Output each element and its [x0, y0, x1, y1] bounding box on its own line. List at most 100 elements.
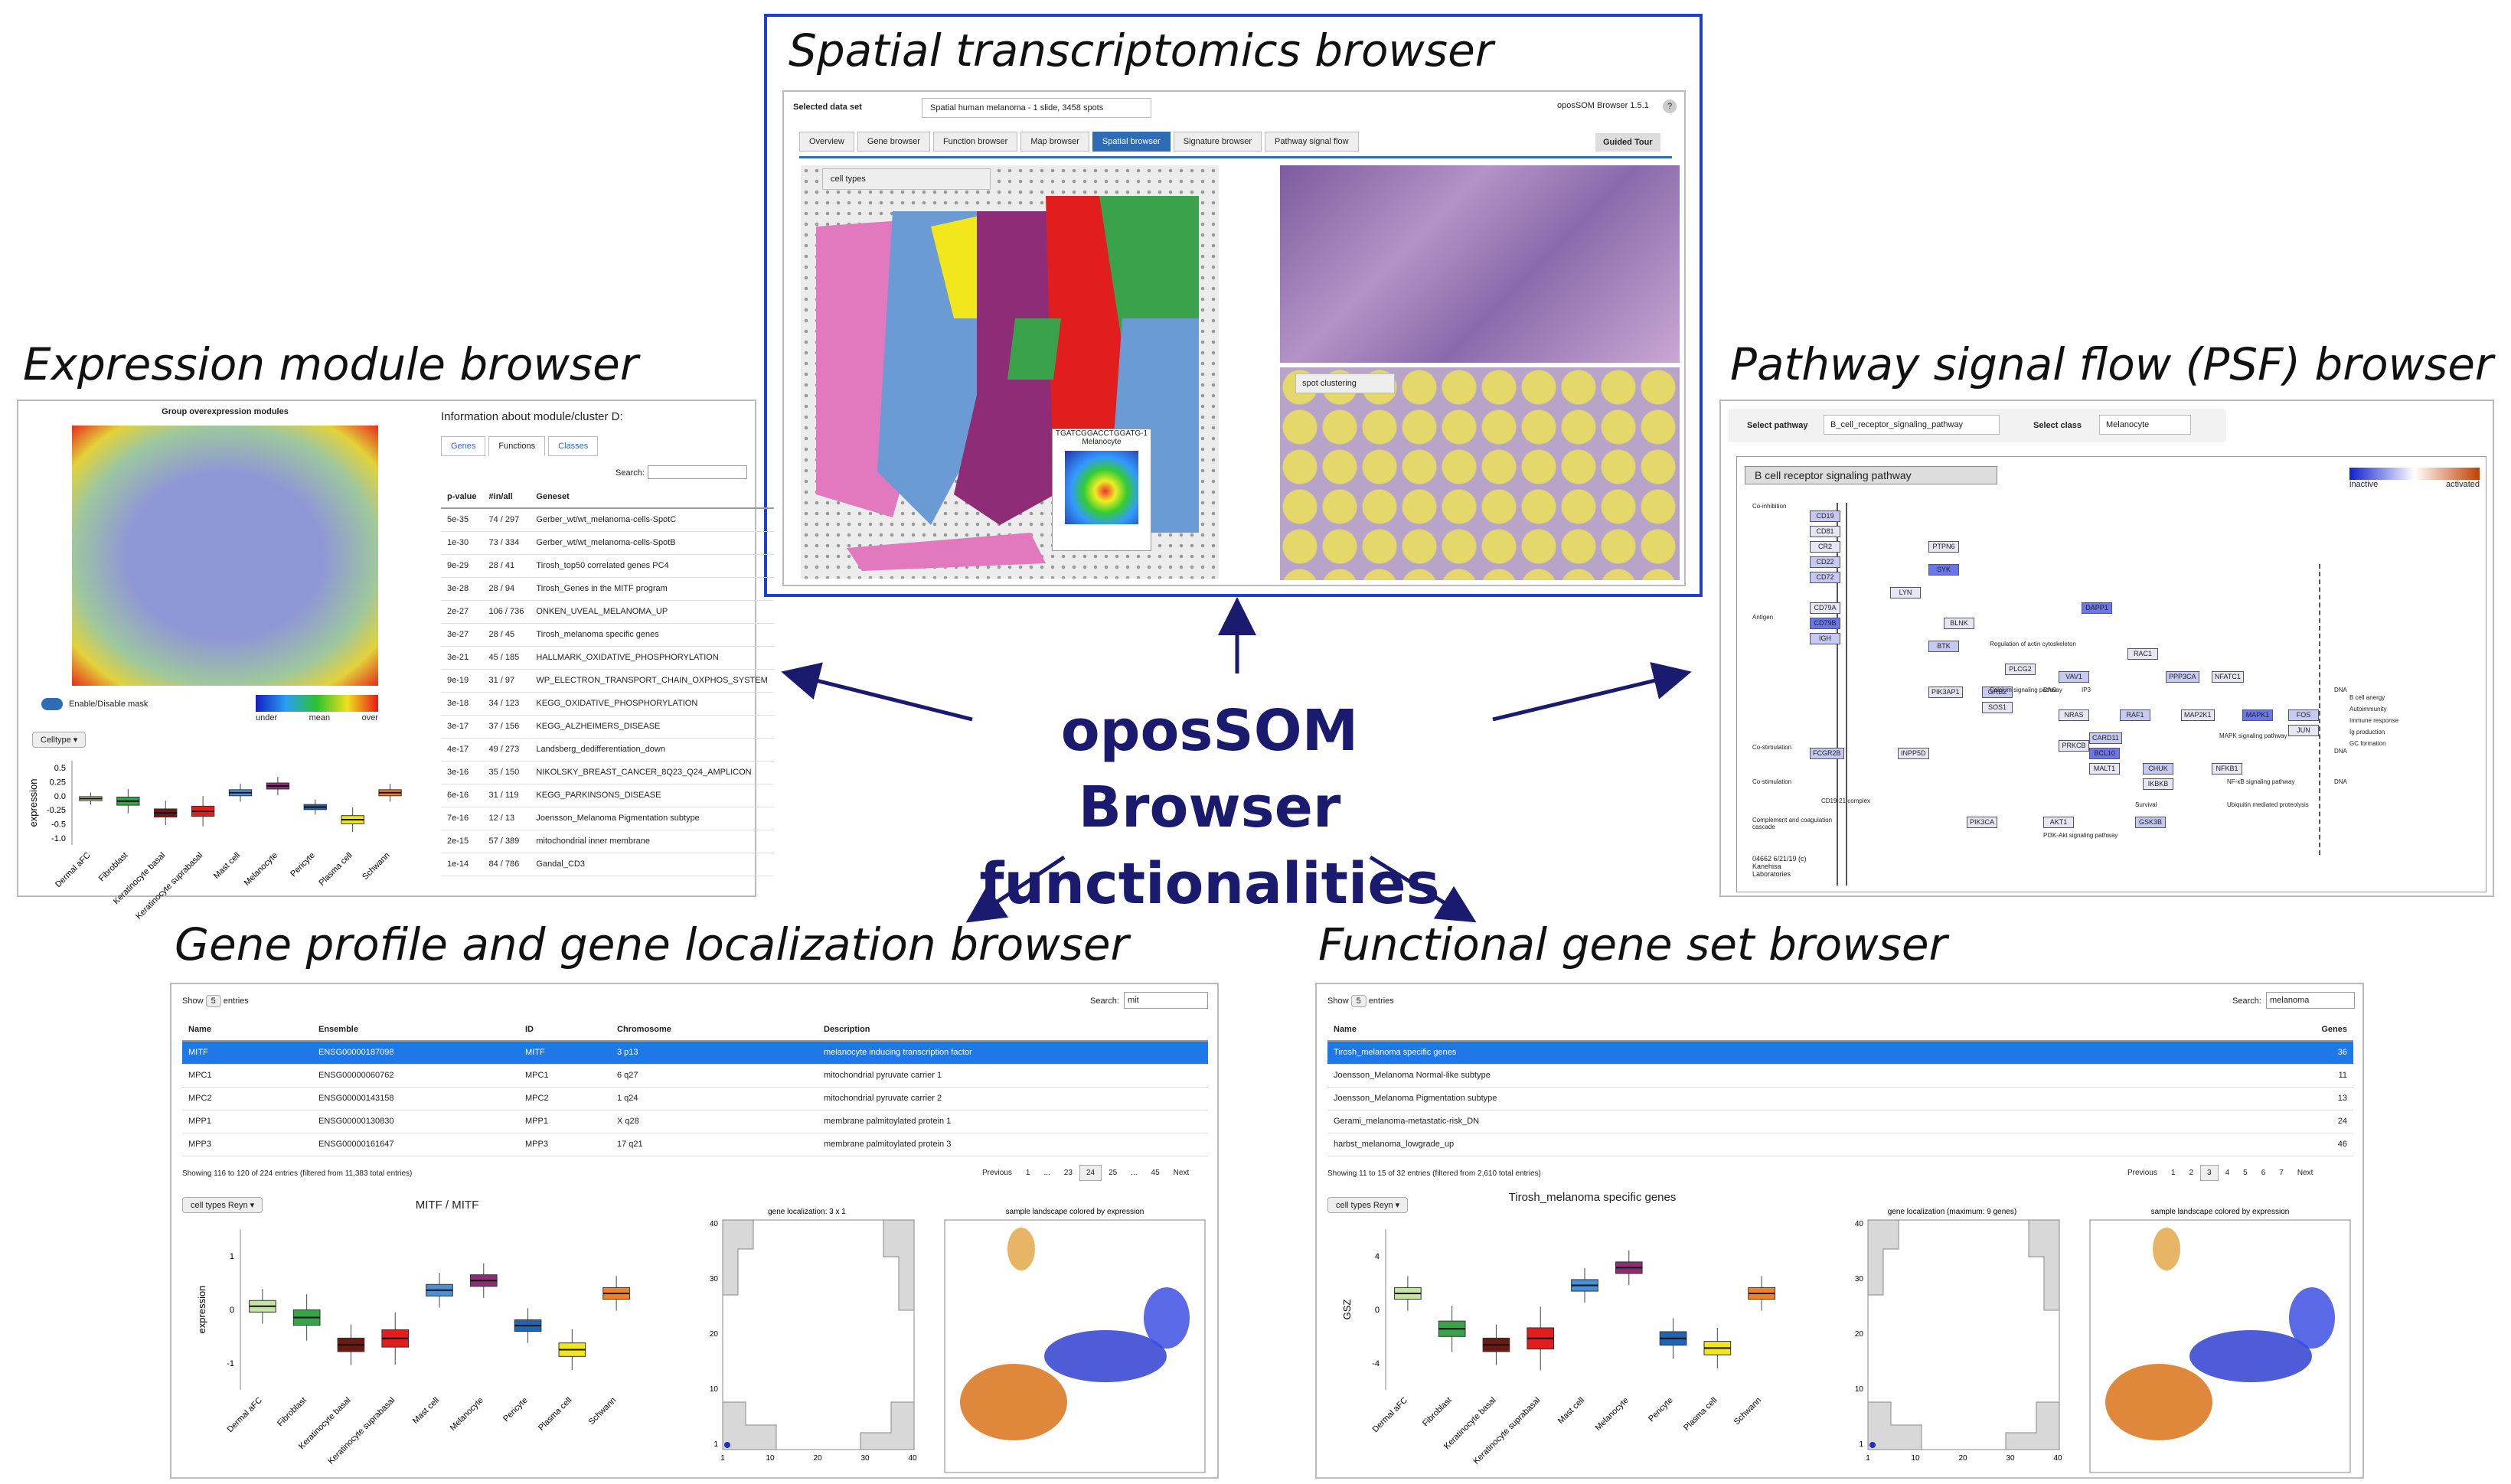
pathway-node[interactable]: CARD11	[2089, 732, 2122, 744]
tab-map-browser[interactable]: Map browser	[1020, 132, 1089, 152]
spot-clustering-select[interactable]: spot clustering	[1295, 373, 1395, 393]
pathway-node[interactable]: NRAS	[2059, 709, 2089, 721]
col-genes[interactable]: Genes	[2307, 1018, 2353, 1042]
pathway-node[interactable]: SOS1	[1982, 702, 2013, 713]
pathway-node[interactable]: JUN	[2288, 725, 2319, 736]
module-search-input[interactable]	[648, 465, 747, 479]
func-celltypes-dropdown[interactable]: cell types Reyn ▾	[1327, 1197, 1409, 1213]
dataset-select[interactable]: Spatial human melanoma - 1 slide, 3458 s…	[922, 98, 1151, 118]
pathway-node[interactable]: RAF1	[2120, 709, 2150, 721]
col-ensemble[interactable]: Ensemble	[312, 1018, 519, 1042]
col-in-all[interactable]: #in/all	[482, 485, 531, 509]
page-button[interactable]: 1	[1025, 1169, 1030, 1177]
pathway-node[interactable]: CD19	[1810, 510, 1840, 522]
col-pvalue[interactable]: p-value	[441, 485, 483, 509]
col-id[interactable]: ID	[519, 1018, 611, 1042]
pathway-node[interactable]: IKBKB	[2143, 778, 2173, 790]
pathway-node[interactable]: MAPK1	[2242, 709, 2273, 721]
page-button[interactable]: 23	[1063, 1169, 1073, 1177]
tab-spatial-browser[interactable]: Spatial browser	[1092, 132, 1171, 152]
gene-search-input[interactable]: mit	[1124, 992, 1208, 1009]
pathway-node[interactable]: CD79A	[1810, 602, 1840, 614]
tab-pathway-signal-flow[interactable]: Pathway signal flow	[1265, 132, 1359, 152]
pathway-node[interactable]: IGH	[1810, 633, 1840, 644]
pathway-node[interactable]: PRKCB	[2059, 740, 2089, 752]
pathway-node[interactable]: LYN	[1890, 587, 1921, 598]
pathway-node[interactable]: NFKB1	[2212, 763, 2242, 775]
pathway-node[interactable]: GSK3B	[2135, 817, 2166, 828]
col-geneset-name[interactable]: Name	[1327, 1018, 2307, 1042]
page-button[interactable]: 1	[2170, 1169, 2176, 1177]
pathway-node[interactable]: MAP2K1	[2181, 709, 2215, 721]
mask-toggle[interactable]	[41, 698, 63, 710]
pathway-node[interactable]: NFATC1	[2212, 671, 2244, 683]
pathway-node[interactable]: CD72	[1810, 572, 1840, 583]
pathway-node[interactable]: PPP3CA	[2166, 671, 2199, 683]
pathway-node[interactable]: DAPP1	[2082, 602, 2112, 614]
celltype-dropdown[interactable]: Celltype ▾	[32, 732, 87, 748]
page-button[interactable]: ...	[1043, 1169, 1050, 1177]
page-button[interactable]: ...	[1131, 1169, 1138, 1177]
pathway-node[interactable]: INPP5D	[1898, 748, 1929, 759]
gene-sample-landscape[interactable]: sample landscape colored by expression	[937, 1203, 1213, 1479]
pathway-node[interactable]: BLNK	[1944, 618, 1974, 629]
page-button[interactable]: 4	[2225, 1169, 2230, 1177]
pathway-node[interactable]: BTK	[1928, 641, 1959, 652]
page-button[interactable]: 3	[2200, 1165, 2219, 1181]
pathway-node[interactable]: PLCG2	[2005, 664, 2036, 675]
pathway-node[interactable]: VAV1	[2059, 671, 2089, 683]
pathway-node[interactable]: MALT1	[2089, 763, 2120, 775]
pathway-node[interactable]: PTPN6	[1928, 541, 1959, 553]
col-name[interactable]: Name	[182, 1018, 312, 1042]
tab-signature-browser[interactable]: Signature browser	[1173, 132, 1262, 152]
class-select[interactable]: Melanocyte	[2099, 415, 2191, 435]
pathway-select[interactable]: B_cell_receptor_signaling_pathway	[1824, 415, 2000, 435]
tab-function-browser[interactable]: Function browser	[932, 132, 1018, 152]
page-button[interactable]: Next	[2297, 1169, 2313, 1177]
tab-gene-browser[interactable]: Gene browser	[857, 132, 930, 152]
pathway-node[interactable]: CHUK	[2143, 763, 2173, 775]
page-button[interactable]: 2	[2189, 1169, 2194, 1177]
pathway-node[interactable]: CD22	[1810, 556, 1840, 568]
pathway-node[interactable]: SYK	[1928, 564, 1959, 576]
func-entries-select[interactable]: 5	[1350, 995, 1367, 1007]
func-sample-landscape[interactable]: sample landscape colored by expression	[2082, 1203, 2358, 1479]
page-button[interactable]: 6	[2261, 1169, 2266, 1177]
celltype-select[interactable]: cell types	[822, 168, 991, 190]
page-button[interactable]: 7	[2279, 1169, 2284, 1177]
func-localization-map[interactable]: gene localization (maximum: 9 genes)4030…	[1837, 1203, 2067, 1479]
page-button[interactable]: 25	[1109, 1169, 1118, 1177]
guided-tour-button[interactable]: Guided Tour	[1595, 133, 1660, 152]
page-button[interactable]: 5	[2243, 1169, 2248, 1177]
pathway-node[interactable]: GRB2	[1982, 687, 2013, 698]
page-button[interactable]: 45	[1151, 1169, 1160, 1177]
spot-clustering-overlay[interactable]	[1280, 367, 1680, 580]
pathway-node[interactable]: CD79B	[1810, 618, 1840, 629]
tab-classes[interactable]: Classes	[548, 436, 599, 456]
pathway-node[interactable]: PIK3AP1	[1928, 687, 1963, 698]
col-geneset[interactable]: Geneset	[530, 485, 774, 509]
pathway-node[interactable]: RAC1	[2127, 648, 2158, 660]
func-search-input[interactable]: melanoma	[2266, 992, 2355, 1009]
pathway-node[interactable]: AKT1	[2043, 817, 2074, 828]
